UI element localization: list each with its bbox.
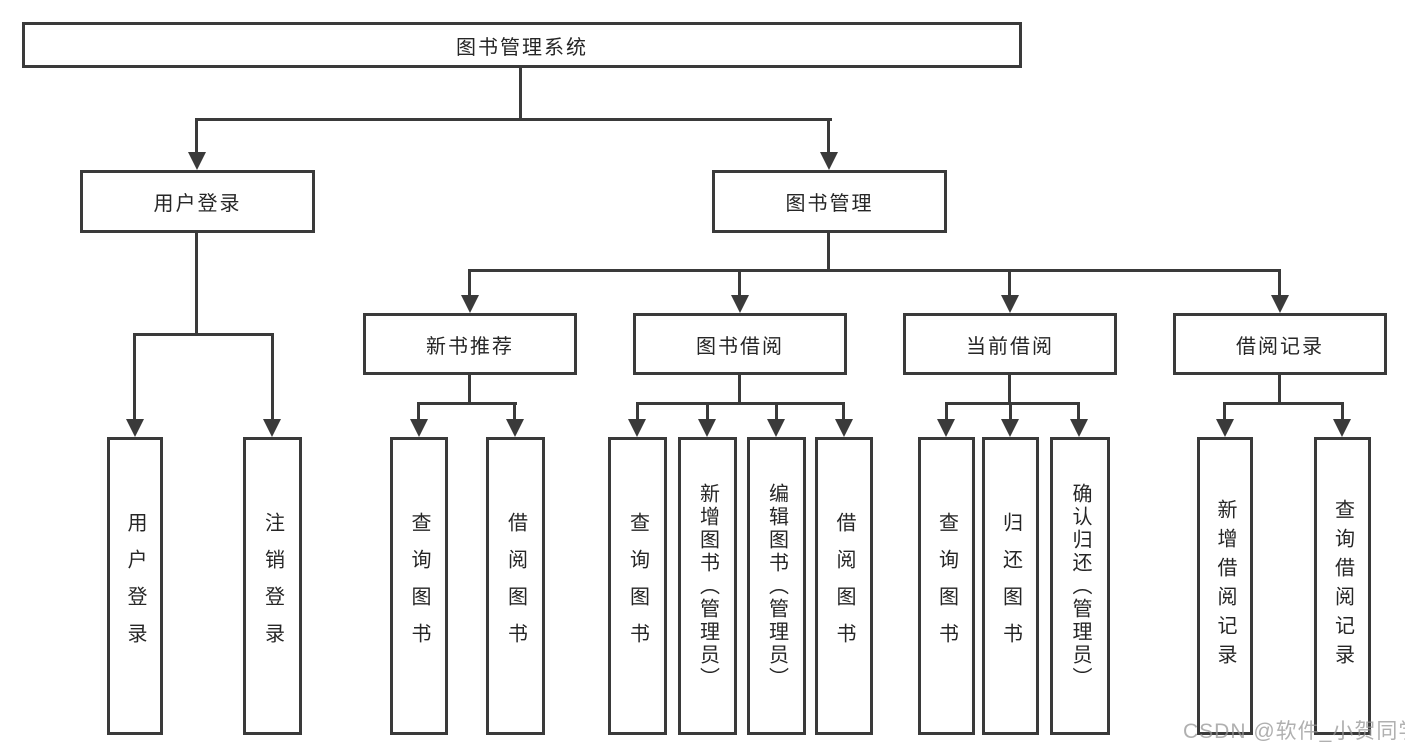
arrowhead-icon	[820, 152, 838, 170]
node-user-login: 用户登录	[80, 170, 315, 233]
leaf-borrow-book-recommend: 借阅图书	[486, 437, 545, 735]
arrowhead-icon	[1070, 419, 1088, 437]
leaf-query-borrow-record: 查询借阅记录	[1314, 437, 1371, 735]
arrowhead-icon	[263, 419, 281, 437]
connector-line	[519, 66, 522, 121]
arrowhead-icon	[767, 419, 785, 437]
leaf-query-book-current: 查询图书	[918, 437, 975, 735]
arrowhead-icon	[698, 419, 716, 437]
arrowhead-icon	[1271, 295, 1289, 313]
connector-line	[195, 118, 198, 154]
connector-line	[1008, 269, 1011, 297]
connector-line	[513, 402, 516, 421]
connector-line	[271, 333, 274, 419]
leaf-query-book-recommend: 查询图书	[390, 437, 448, 735]
connector-line	[195, 231, 198, 336]
leaf-add-borrow-record: 新增借阅记录	[1197, 437, 1253, 735]
connector-line	[1223, 402, 1226, 421]
connector-line	[706, 402, 709, 421]
arrowhead-icon	[410, 419, 428, 437]
node-borrow-records: 借阅记录	[1173, 313, 1387, 375]
arrowhead-icon	[126, 419, 144, 437]
arrowhead-icon	[835, 419, 853, 437]
connector-line	[738, 269, 741, 297]
connector-line	[945, 402, 948, 421]
connector-line	[636, 402, 639, 421]
connector-line	[1008, 373, 1011, 405]
connector-line	[417, 402, 420, 421]
connector-line	[636, 402, 845, 405]
arrowhead-icon	[1001, 419, 1019, 437]
node-root: 图书管理系统	[22, 22, 1022, 68]
node-new-book-recommend: 新书推荐	[363, 313, 577, 375]
arrowhead-icon	[937, 419, 955, 437]
arrowhead-icon	[1001, 295, 1019, 313]
node-book-borrow: 图书借阅	[633, 313, 847, 375]
connector-line	[1278, 269, 1281, 297]
arrowhead-icon	[628, 419, 646, 437]
connector-line	[468, 269, 471, 297]
leaf-confirm-return-admin: 确认归还（管理员）	[1050, 437, 1110, 735]
arrowhead-icon	[506, 419, 524, 437]
arrowhead-icon	[1216, 419, 1234, 437]
connector-line	[1009, 402, 1012, 421]
arrowhead-icon	[1333, 419, 1351, 437]
connector-line	[133, 333, 136, 419]
connector-line	[468, 269, 1281, 272]
connector-line	[1341, 402, 1344, 421]
leaf-edit-book-admin: 编辑图书（管理员）	[747, 437, 806, 735]
leaf-logout: 注销登录	[243, 437, 302, 735]
leaf-return-book: 归还图书	[982, 437, 1039, 735]
leaf-query-book-borrow: 查询图书	[608, 437, 667, 735]
connector-line	[133, 333, 274, 336]
connector-line	[195, 118, 832, 121]
leaf-user-login: 用户登录	[107, 437, 163, 735]
node-current-borrow: 当前借阅	[903, 313, 1117, 375]
arrowhead-icon	[731, 295, 749, 313]
watermark-text: CSDN @软件_小贺同学	[1183, 720, 1405, 743]
node-book-management: 图书管理	[712, 170, 947, 233]
connector-line	[842, 402, 845, 421]
connector-line	[417, 402, 517, 405]
connector-line	[1278, 373, 1281, 405]
leaf-add-book-admin: 新增图书（管理员）	[678, 437, 737, 735]
connector-line	[1077, 402, 1080, 421]
connector-line	[468, 373, 471, 405]
connector-line	[775, 402, 778, 421]
leaf-borrow-book: 借阅图书	[815, 437, 873, 735]
arrowhead-icon	[461, 295, 479, 313]
connector-line	[827, 231, 830, 272]
connector-line	[827, 118, 830, 154]
arrowhead-icon	[188, 152, 206, 170]
connector-line	[738, 373, 741, 405]
connector-line	[945, 402, 1080, 405]
connector-line	[1223, 402, 1344, 405]
